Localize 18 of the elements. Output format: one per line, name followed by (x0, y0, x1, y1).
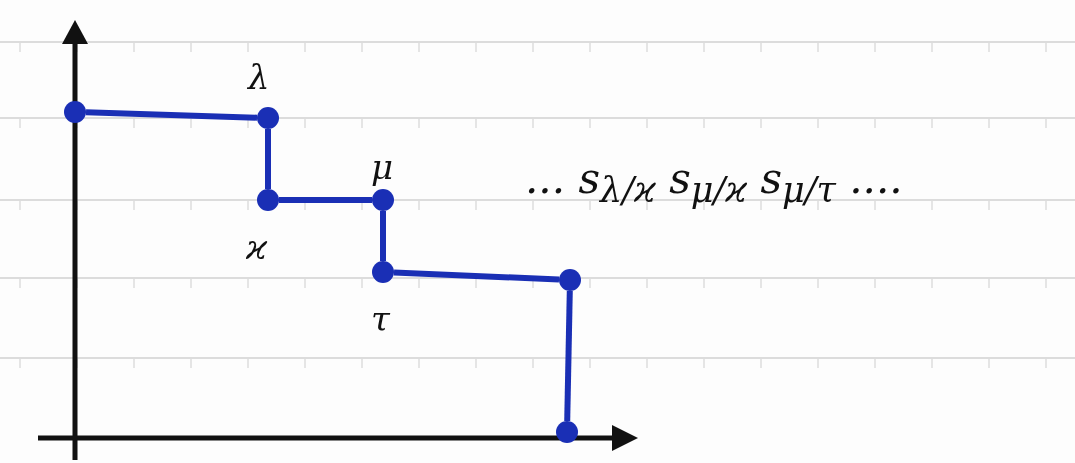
lattice-point (257, 107, 279, 129)
path-segment (393, 269, 560, 283)
lattice-point (257, 189, 279, 211)
lattice-point (372, 189, 394, 211)
path-segment (564, 290, 573, 422)
lattice-point (64, 101, 86, 123)
point-label: λ (248, 60, 270, 94)
path-segment (265, 129, 271, 189)
formula-text: ... s$_{λ/ϰ}$ s$_{μ/ϰ}$ s$_{μ/τ}$ .... (525, 158, 903, 209)
lattice-point (372, 261, 394, 283)
point-label: μ (371, 150, 394, 184)
point-label: ϰ (246, 230, 268, 264)
point-label: τ (371, 302, 390, 336)
path-segment (380, 211, 386, 261)
lattice-point (556, 421, 578, 443)
lattice-point (559, 269, 581, 291)
path-segment (279, 197, 372, 203)
path-segment (85, 109, 258, 121)
